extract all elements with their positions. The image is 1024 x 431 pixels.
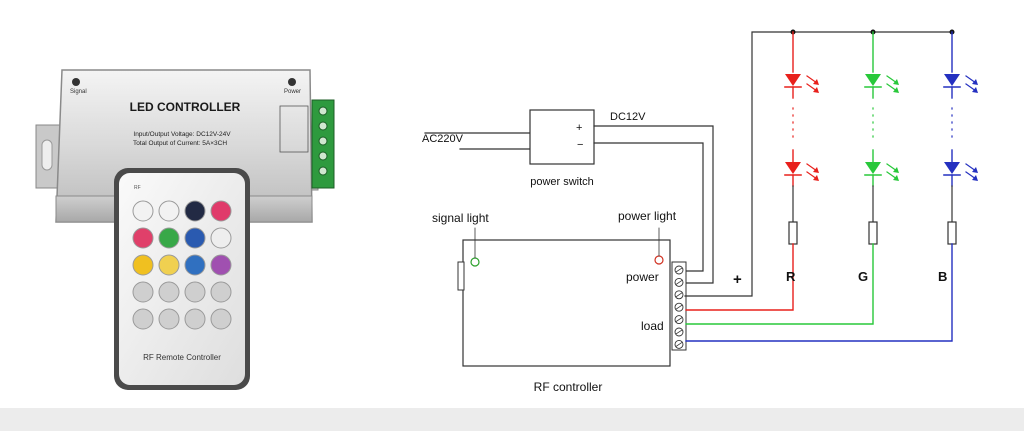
spec-line-1: Input/Output Voltage: DC12V-24V bbox=[133, 131, 231, 138]
terminal-screws-diagram bbox=[674, 265, 684, 349]
signal-caption: Signal bbox=[70, 89, 87, 95]
resistor-icon bbox=[947, 221, 957, 245]
rf-controller-box bbox=[462, 239, 671, 367]
load-return-wire-red bbox=[685, 243, 794, 311]
remote-button bbox=[184, 308, 206, 330]
antenna-stub bbox=[457, 261, 465, 291]
remote-button bbox=[158, 308, 180, 330]
remote-button bbox=[210, 200, 232, 222]
arrow-head-icon bbox=[893, 175, 899, 181]
arrow-head-icon bbox=[893, 79, 899, 85]
arrow-head-icon bbox=[893, 87, 899, 93]
terminal-slot bbox=[675, 317, 683, 323]
remote-button bbox=[158, 200, 180, 222]
power-light-icon bbox=[654, 255, 664, 265]
led-diode-icon bbox=[944, 74, 960, 86]
channel-blue bbox=[685, 31, 978, 342]
load-port-label: load bbox=[641, 319, 664, 333]
resistor-icon bbox=[788, 221, 798, 245]
common-plus-label: + bbox=[733, 271, 742, 288]
load-return-wire-green bbox=[685, 243, 874, 325]
led-diode-icon bbox=[865, 162, 881, 174]
arrow-head-icon bbox=[972, 87, 978, 93]
dc-output-label: DC12V bbox=[610, 111, 646, 123]
channel-green bbox=[685, 31, 899, 325]
controller-title: LED CONTROLLER bbox=[130, 100, 241, 114]
remote-button bbox=[184, 227, 206, 249]
remote-button bbox=[210, 308, 232, 330]
led-diode-icon bbox=[865, 74, 881, 86]
dc-minus-wire bbox=[593, 142, 704, 272]
led-diode-icon bbox=[785, 74, 801, 86]
arrow-head-icon bbox=[972, 175, 978, 181]
remote-button bbox=[158, 227, 180, 249]
power-indicator-icon bbox=[288, 78, 296, 86]
arrow-head-icon bbox=[813, 87, 819, 93]
remote-button bbox=[184, 200, 206, 222]
power-light-label: power light bbox=[618, 209, 677, 223]
arrow-head-icon bbox=[972, 167, 978, 173]
power-switch-box bbox=[529, 109, 595, 165]
terminal-slot bbox=[675, 292, 683, 298]
remote-photo: RF RF Remote Controller bbox=[114, 168, 250, 390]
wiring-diagram: AC220V + − power switch DC12V signal lig… bbox=[422, 29, 978, 394]
channel-red bbox=[685, 31, 819, 311]
remote-button bbox=[158, 254, 180, 276]
arrow-head-icon bbox=[813, 175, 819, 181]
remote-button bbox=[132, 308, 154, 330]
arrow-head-icon bbox=[813, 79, 819, 85]
signal-light-icon bbox=[470, 257, 480, 267]
remote-button bbox=[132, 200, 154, 222]
terminal-slot bbox=[675, 304, 683, 310]
arrow-head-icon bbox=[972, 79, 978, 85]
power-switch-plus: + bbox=[576, 122, 582, 134]
power-caption: Power bbox=[284, 89, 301, 95]
arrow-head-icon bbox=[893, 167, 899, 173]
led-diode-icon bbox=[944, 162, 960, 174]
remote-model: RF bbox=[134, 185, 141, 191]
power-port-label: power bbox=[626, 270, 659, 284]
spec-line-2: Total Output of Current: 5A×3CH bbox=[133, 140, 227, 147]
ac-input-label: AC220V bbox=[422, 133, 464, 145]
remote-button bbox=[184, 281, 206, 303]
terminal-slot bbox=[675, 341, 683, 347]
remote-button bbox=[132, 227, 154, 249]
resistor-icon bbox=[868, 221, 878, 245]
remote-button bbox=[210, 254, 232, 276]
terminal-slot bbox=[675, 267, 683, 273]
common-plus-wire bbox=[684, 31, 951, 297]
port-legend-box bbox=[279, 105, 309, 153]
channel-r-label: R bbox=[786, 269, 796, 284]
led-diode-icon bbox=[785, 162, 801, 174]
remote-button bbox=[210, 227, 232, 249]
terminal-screws bbox=[318, 106, 328, 176]
arrow-head-icon bbox=[813, 167, 819, 173]
remote-button bbox=[132, 281, 154, 303]
remote-buttons bbox=[132, 200, 232, 330]
power-switch-minus: − bbox=[577, 139, 583, 151]
remote-brand: RF Remote Controller bbox=[143, 353, 221, 362]
terminal-slot bbox=[675, 329, 683, 335]
remote-body bbox=[119, 173, 245, 385]
power-switch-label: power switch bbox=[530, 176, 594, 188]
remote-button bbox=[210, 281, 232, 303]
load-return-wire-blue bbox=[685, 243, 953, 342]
channel-g-label: G bbox=[858, 269, 868, 284]
remote-button bbox=[184, 254, 206, 276]
terminal-slot bbox=[675, 279, 683, 285]
signal-indicator-icon bbox=[72, 78, 80, 86]
remote-button bbox=[158, 281, 180, 303]
channel-b-label: B bbox=[938, 269, 947, 284]
mounting-hole bbox=[41, 139, 53, 171]
dc-plus-wire bbox=[593, 125, 714, 284]
footer-band bbox=[0, 408, 1024, 431]
signal-light-label: signal light bbox=[432, 211, 489, 225]
rf-controller-label: RF controller bbox=[534, 380, 603, 394]
remote-button bbox=[132, 254, 154, 276]
